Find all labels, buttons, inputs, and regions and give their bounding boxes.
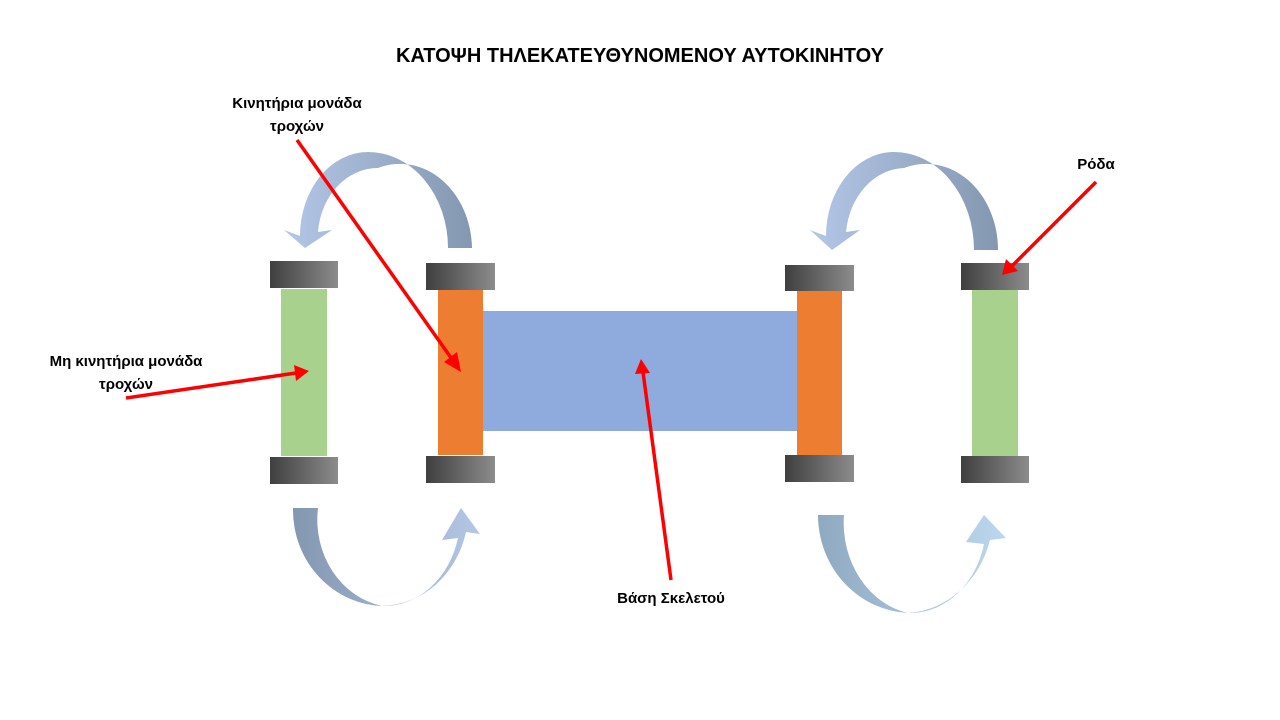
rotation-arrow-top-right xyxy=(810,151,999,250)
label-non-drive-unit-line1: Μη κινητήρια μονάδα xyxy=(50,353,204,370)
wheel-right-outer-top xyxy=(961,263,1029,290)
drive-unit-left xyxy=(438,290,483,455)
label-drive-unit-line1: Κινητήρια μονάδα xyxy=(232,95,362,112)
label-wheel: Ρόδα xyxy=(1077,156,1115,173)
pointer-arrow-wheel xyxy=(1002,180,1098,275)
wheel-right-outer-bottom xyxy=(961,456,1029,483)
wheel-right-inner-bottom xyxy=(785,455,854,482)
rotation-arrow-bottom-left xyxy=(292,508,480,606)
wheel-left-outer-top xyxy=(270,261,338,288)
rotation-arrow-bottom-right xyxy=(818,515,1006,613)
pointer-arrow-non-drive-unit xyxy=(125,365,309,400)
wheel-left-inner-bottom xyxy=(426,456,495,483)
wheel-left-inner-top xyxy=(426,263,495,290)
non-drive-unit-right xyxy=(972,289,1018,456)
pointer-arrow-drive-unit xyxy=(295,138,461,372)
label-drive-unit-line2: τροχών xyxy=(270,118,324,135)
label-non-drive-unit-line2: τροχών xyxy=(99,376,153,393)
drive-unit-right xyxy=(797,291,842,455)
wheel-left-outer-bottom xyxy=(270,457,338,484)
wheel-right-inner-top xyxy=(785,265,854,291)
pointer-arrow-chassis-base xyxy=(635,359,673,581)
diagram-title: ΚΑΤΟΨΗ ΤΗΛΕΚΑΤΕΥΘΥΝΟΜΕΝΟΥ ΑΥΤΟΚΙΝΗΤΟΥ xyxy=(396,45,885,67)
label-chassis-base: Βάση Σκελετού xyxy=(617,590,725,607)
rotation-arrow-top-left xyxy=(284,152,472,248)
